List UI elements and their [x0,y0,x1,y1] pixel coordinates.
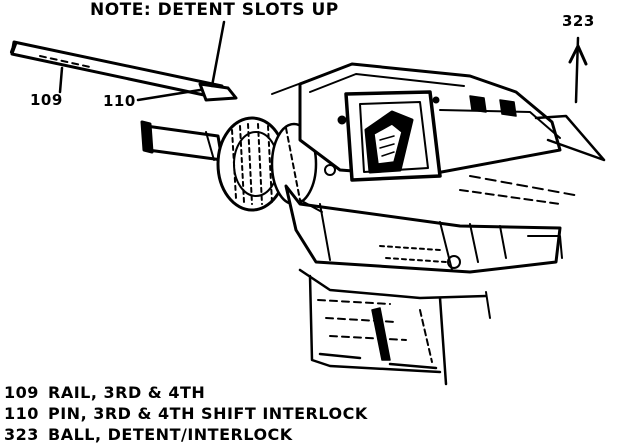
legend-item-110: 110 PIN, 3RD & 4TH SHIFT INTERLOCK [4,403,368,424]
callout-110-leader-line [136,88,202,102]
callout-323-arrowhead [568,44,588,66]
shift-rail-109 [10,40,224,100]
legend-item-323: 323 BALL, DETENT/INTERLOCK [4,424,368,445]
legend-description: RAIL, 3RD & 4TH [48,383,206,402]
callout-109-leader-line [58,66,64,94]
detent-note: NOTE: DETENT SLOTS UP [90,0,339,20]
legend-item-109: 109 RAIL, 3RD & 4TH [4,382,368,403]
note-leader-line [210,20,226,88]
legend-description: PIN, 3RD & 4TH SHIFT INTERLOCK [48,404,368,423]
legend-number: 323 [4,425,39,444]
input-shaft [140,120,224,162]
case-rear-details [447,223,563,269]
parts-legend: 109 RAIL, 3RD & 4TH 110 PIN, 3RD & 4TH SHI… [4,382,368,445]
legend-description: BALL, DETENT/INTERLOCK [48,425,293,444]
callout-109: 109 [30,91,63,109]
legend-number: 110 [4,404,39,423]
callout-110: 110 [103,92,136,110]
case-lower [284,175,581,386]
legend-number: 109 [4,383,39,402]
callout-323: 323 [562,12,595,30]
interlock-pin-110 [198,82,238,102]
shift-cover-opening [324,90,442,182]
